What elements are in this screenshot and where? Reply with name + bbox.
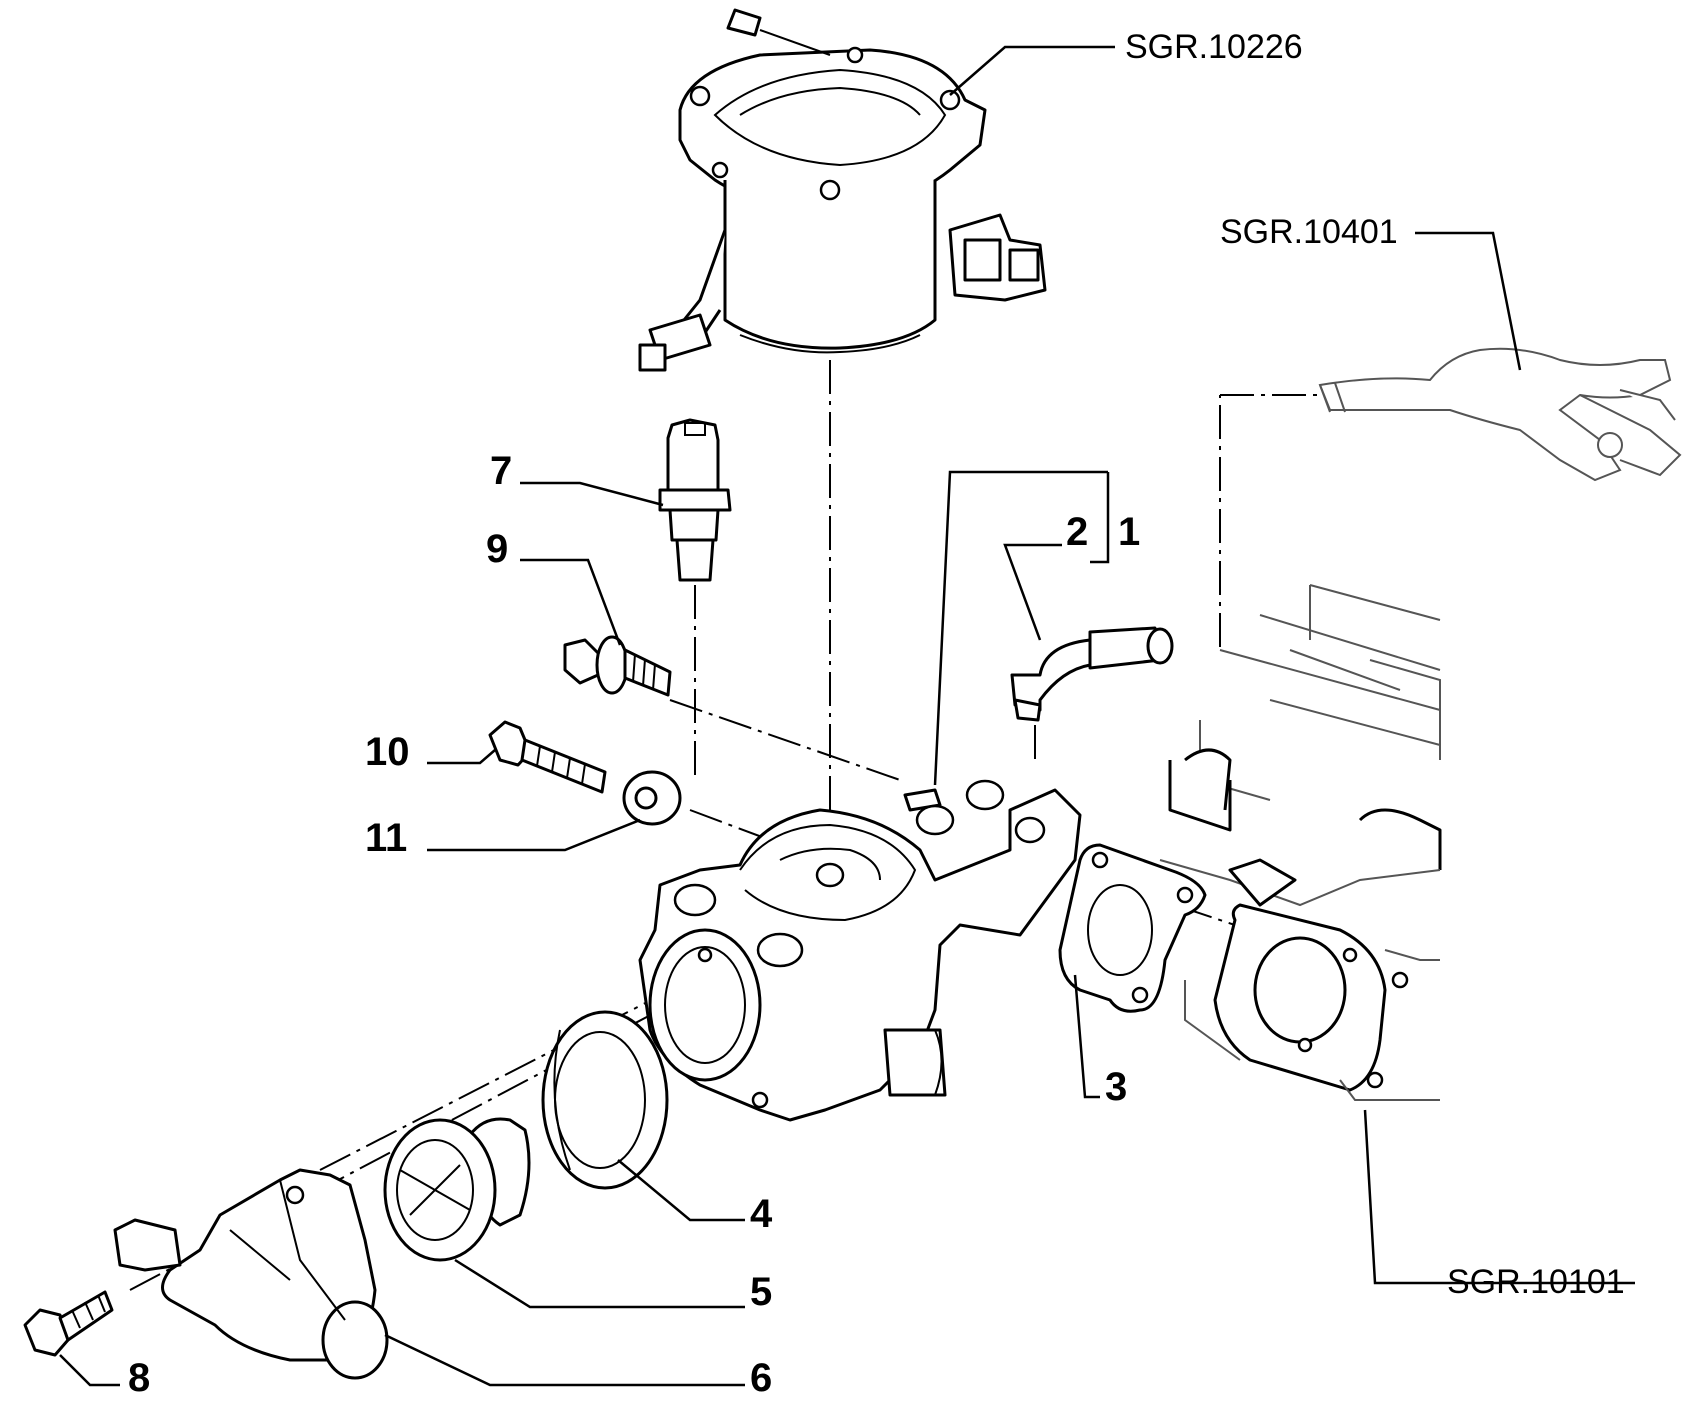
part-10-bolt-drawing xyxy=(488,720,607,794)
part-8-bolt-drawing xyxy=(23,1290,114,1357)
part-11-washer-drawing xyxy=(622,770,682,826)
coolant-hose-drawing xyxy=(1318,347,1682,482)
leader-lines xyxy=(59,45,1635,1387)
callout-11: 11 xyxy=(365,816,407,860)
callout-6: 6 xyxy=(750,1356,772,1400)
callout-1: 1 xyxy=(1118,510,1140,554)
reference-sgr-10226: SGR.10226 xyxy=(1125,28,1303,66)
callout-4: 4 xyxy=(750,1192,773,1236)
callout-8: 8 xyxy=(128,1356,150,1400)
assembly-axis-lines xyxy=(129,360,1341,1291)
part-9-bolt-drawing xyxy=(563,635,672,697)
part-3-gasket-drawing xyxy=(1058,843,1207,1013)
callout-5: 5 xyxy=(750,1270,772,1314)
part-1-2-pipe-fitting-drawing xyxy=(1010,626,1174,722)
callout-3: 3 xyxy=(1105,1065,1127,1109)
part-5-thermostat-drawing xyxy=(383,1117,531,1262)
part-7-temperature-sensor-drawing xyxy=(658,418,732,582)
callout-9: 9 xyxy=(486,527,508,571)
part-4-seal-ring-drawing xyxy=(541,1010,669,1190)
callout-labels: 1 2 3 4 5 6 7 8 9 10 11 xyxy=(128,449,1140,1400)
cylinder-head-drawing xyxy=(1159,584,1442,1101)
reference-sgr-10101: SGR.10101 xyxy=(1447,1263,1625,1301)
callout-2: 2 xyxy=(1066,510,1088,554)
vacuum-pump-assembly-drawing xyxy=(638,8,1047,372)
part-6-outlet-cover-drawing xyxy=(113,1168,389,1380)
thermostat-housing-drawing xyxy=(638,779,1082,1122)
callout-7: 7 xyxy=(490,449,512,493)
reference-labels: SGR.10226 SGR.10401 SGR.10101 xyxy=(1125,28,1625,1301)
callout-10: 10 xyxy=(365,730,410,774)
reference-sgr-10401: SGR.10401 xyxy=(1220,213,1398,251)
